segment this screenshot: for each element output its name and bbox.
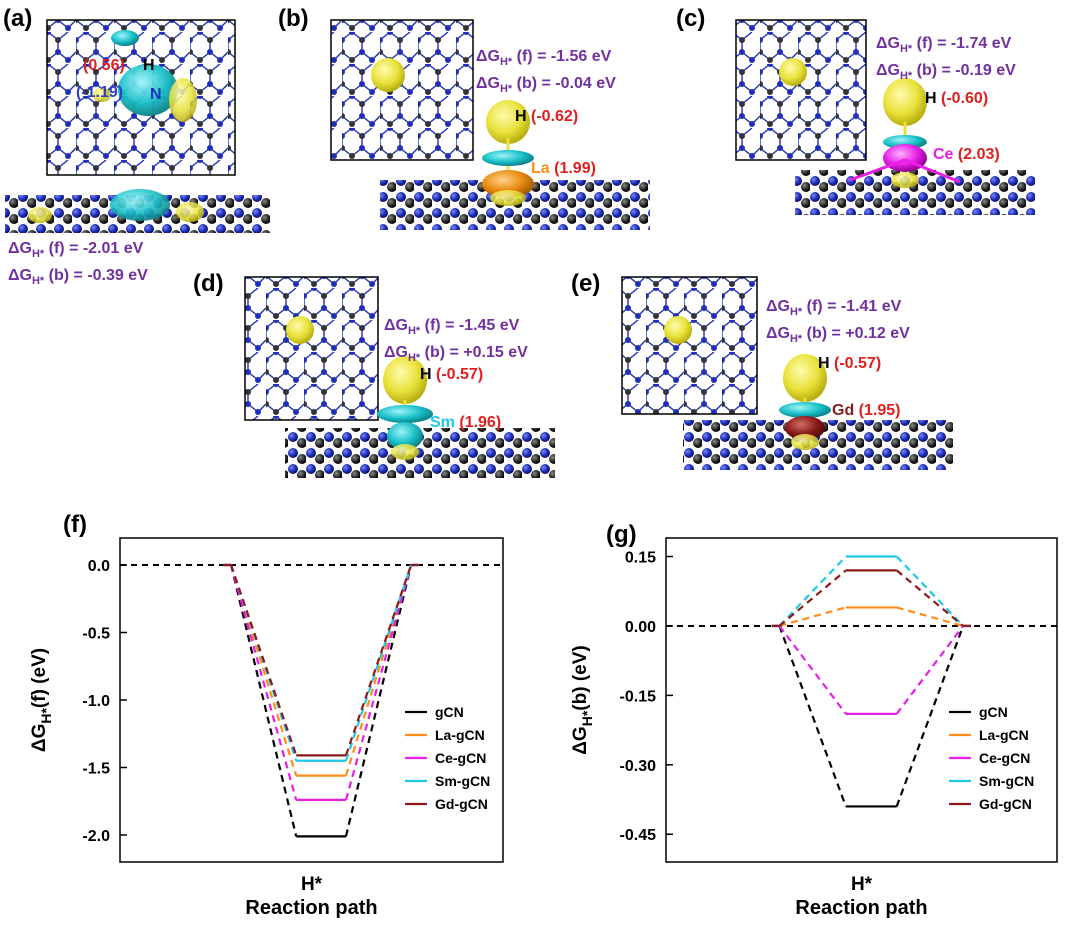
series-0-3-ascent — [344, 564, 413, 762]
series-0-3-descent — [230, 564, 298, 762]
legend-label-0-2: Ce-gCN — [435, 750, 486, 766]
plot-frame-1 — [665, 537, 1058, 863]
series-0-0-descent — [230, 564, 298, 837]
series-1-0-descent — [778, 625, 847, 807]
legend-label-0-3: Sm-gCN — [435, 773, 490, 789]
series-0-4-descent — [230, 564, 298, 756]
panel-c-structure — [735, 19, 1035, 215]
x-axis-label-0: Reaction path — [245, 897, 377, 919]
series-1-4-ascent — [895, 569, 964, 627]
legend-label-1-2: Ce-gCN — [979, 750, 1030, 766]
legend-label-0-4: Gd-gCN — [435, 796, 488, 812]
y-tick-label-0-1: -0.5 — [82, 626, 110, 643]
panel-label-e: (e) — [571, 270, 601, 297]
series-1-4-descent — [778, 569, 847, 627]
metal-label-e: Gd (1.95) — [832, 402, 901, 419]
legend-label-1-0: gCN — [979, 704, 1008, 720]
metal-label-b: La (1.99) — [531, 160, 596, 177]
series-1-2-descent — [778, 625, 847, 715]
panel-label-c: (c) — [676, 5, 706, 32]
series-1-0-ascent — [895, 625, 965, 807]
x-label-top-1: H* — [851, 874, 873, 895]
charge-a-h: (0.56) — [83, 57, 125, 74]
legend-label-1-4: Gd-gCN — [979, 796, 1032, 812]
panel-b-structure — [330, 19, 650, 230]
y-axis-label-1: ΔGH*(b) (eV) — [570, 645, 595, 754]
y-tick-label-1-0: 0.15 — [625, 550, 656, 567]
structure-panels — [5, 19, 1035, 478]
series-1-3-descent — [778, 555, 847, 627]
series-0-4-ascent — [344, 564, 413, 756]
series-0-2-descent — [230, 564, 298, 801]
charge-a-n: (-1.19) — [76, 84, 124, 101]
y-tick-label-0-4: -2.0 — [82, 828, 110, 845]
series-0-0-ascent — [344, 564, 413, 837]
y-tick-label-0-3: -1.5 — [82, 761, 110, 778]
y-tick-label-0-0: 0.0 — [88, 558, 110, 575]
atom-a-n: N — [150, 86, 162, 103]
h-label-e: H (-0.57) — [818, 355, 882, 372]
panel-label-0: (f) — [63, 511, 87, 538]
panel-d-structure — [244, 276, 555, 478]
energy-d: ΔGH* (f) = -1.45 eV ΔGH* (b) = +0.15 eV — [384, 317, 528, 365]
h-label-b: H (-0.62) — [515, 108, 579, 125]
metal-label-c: Ce (2.03) — [933, 146, 1000, 163]
series-1-3-ascent — [895, 555, 964, 627]
series-1-2-ascent — [895, 625, 965, 715]
x-label-top-0: H* — [301, 874, 323, 895]
energy-c: ΔGH* (f) = -1.74 eV ΔGH* (b) = -0.19 eV — [876, 35, 1016, 83]
metal-label-d: Sm (1.96) — [430, 414, 502, 431]
atom-a-h: H — [143, 57, 155, 74]
energy-b: ΔGH* (f) = -1.56 eV ΔGH* (b) = -0.04 eV — [476, 48, 616, 96]
panel-label-1: (g) — [606, 521, 637, 548]
legend-label-0-1: La-gCN — [435, 727, 485, 743]
panel-label-a: (a) — [3, 5, 33, 32]
y-axis-label-0: ΔGH*(f) (eV) — [29, 648, 54, 752]
legend-label-1-1: La-gCN — [979, 727, 1029, 743]
h-label-c: H (-0.60) — [925, 90, 989, 107]
y-tick-label-0-2: -1.0 — [82, 693, 110, 710]
x-axis-label-1: Reaction path — [795, 897, 927, 919]
y-tick-label-1-3: -0.30 — [620, 758, 657, 775]
h-label-d: H (-0.57) — [420, 366, 484, 383]
plot-frame-0 — [119, 537, 504, 863]
panel-label-d: (d) — [193, 270, 224, 297]
legend-label-0-0: gCN — [435, 704, 464, 720]
panel-a-structure — [5, 19, 270, 233]
series-0-2-ascent — [344, 564, 413, 801]
energy-a: ΔGH* (f) = -2.01 eV ΔGH* (b) = -0.39 eV — [8, 240, 148, 288]
y-tick-label-1-2: -0.15 — [620, 688, 657, 705]
y-tick-label-1-4: -0.45 — [620, 827, 657, 844]
panel-e-structure — [621, 276, 953, 470]
panel-label-b: (b) — [278, 5, 309, 32]
legend-label-1-3: Sm-gCN — [979, 773, 1034, 789]
series-0-1-descent — [230, 564, 298, 776]
y-tick-label-1-1: 0.00 — [625, 619, 656, 636]
energy-e: ΔGH* (f) = -1.41 eV ΔGH* (b) = +0.12 eV — [766, 298, 910, 346]
